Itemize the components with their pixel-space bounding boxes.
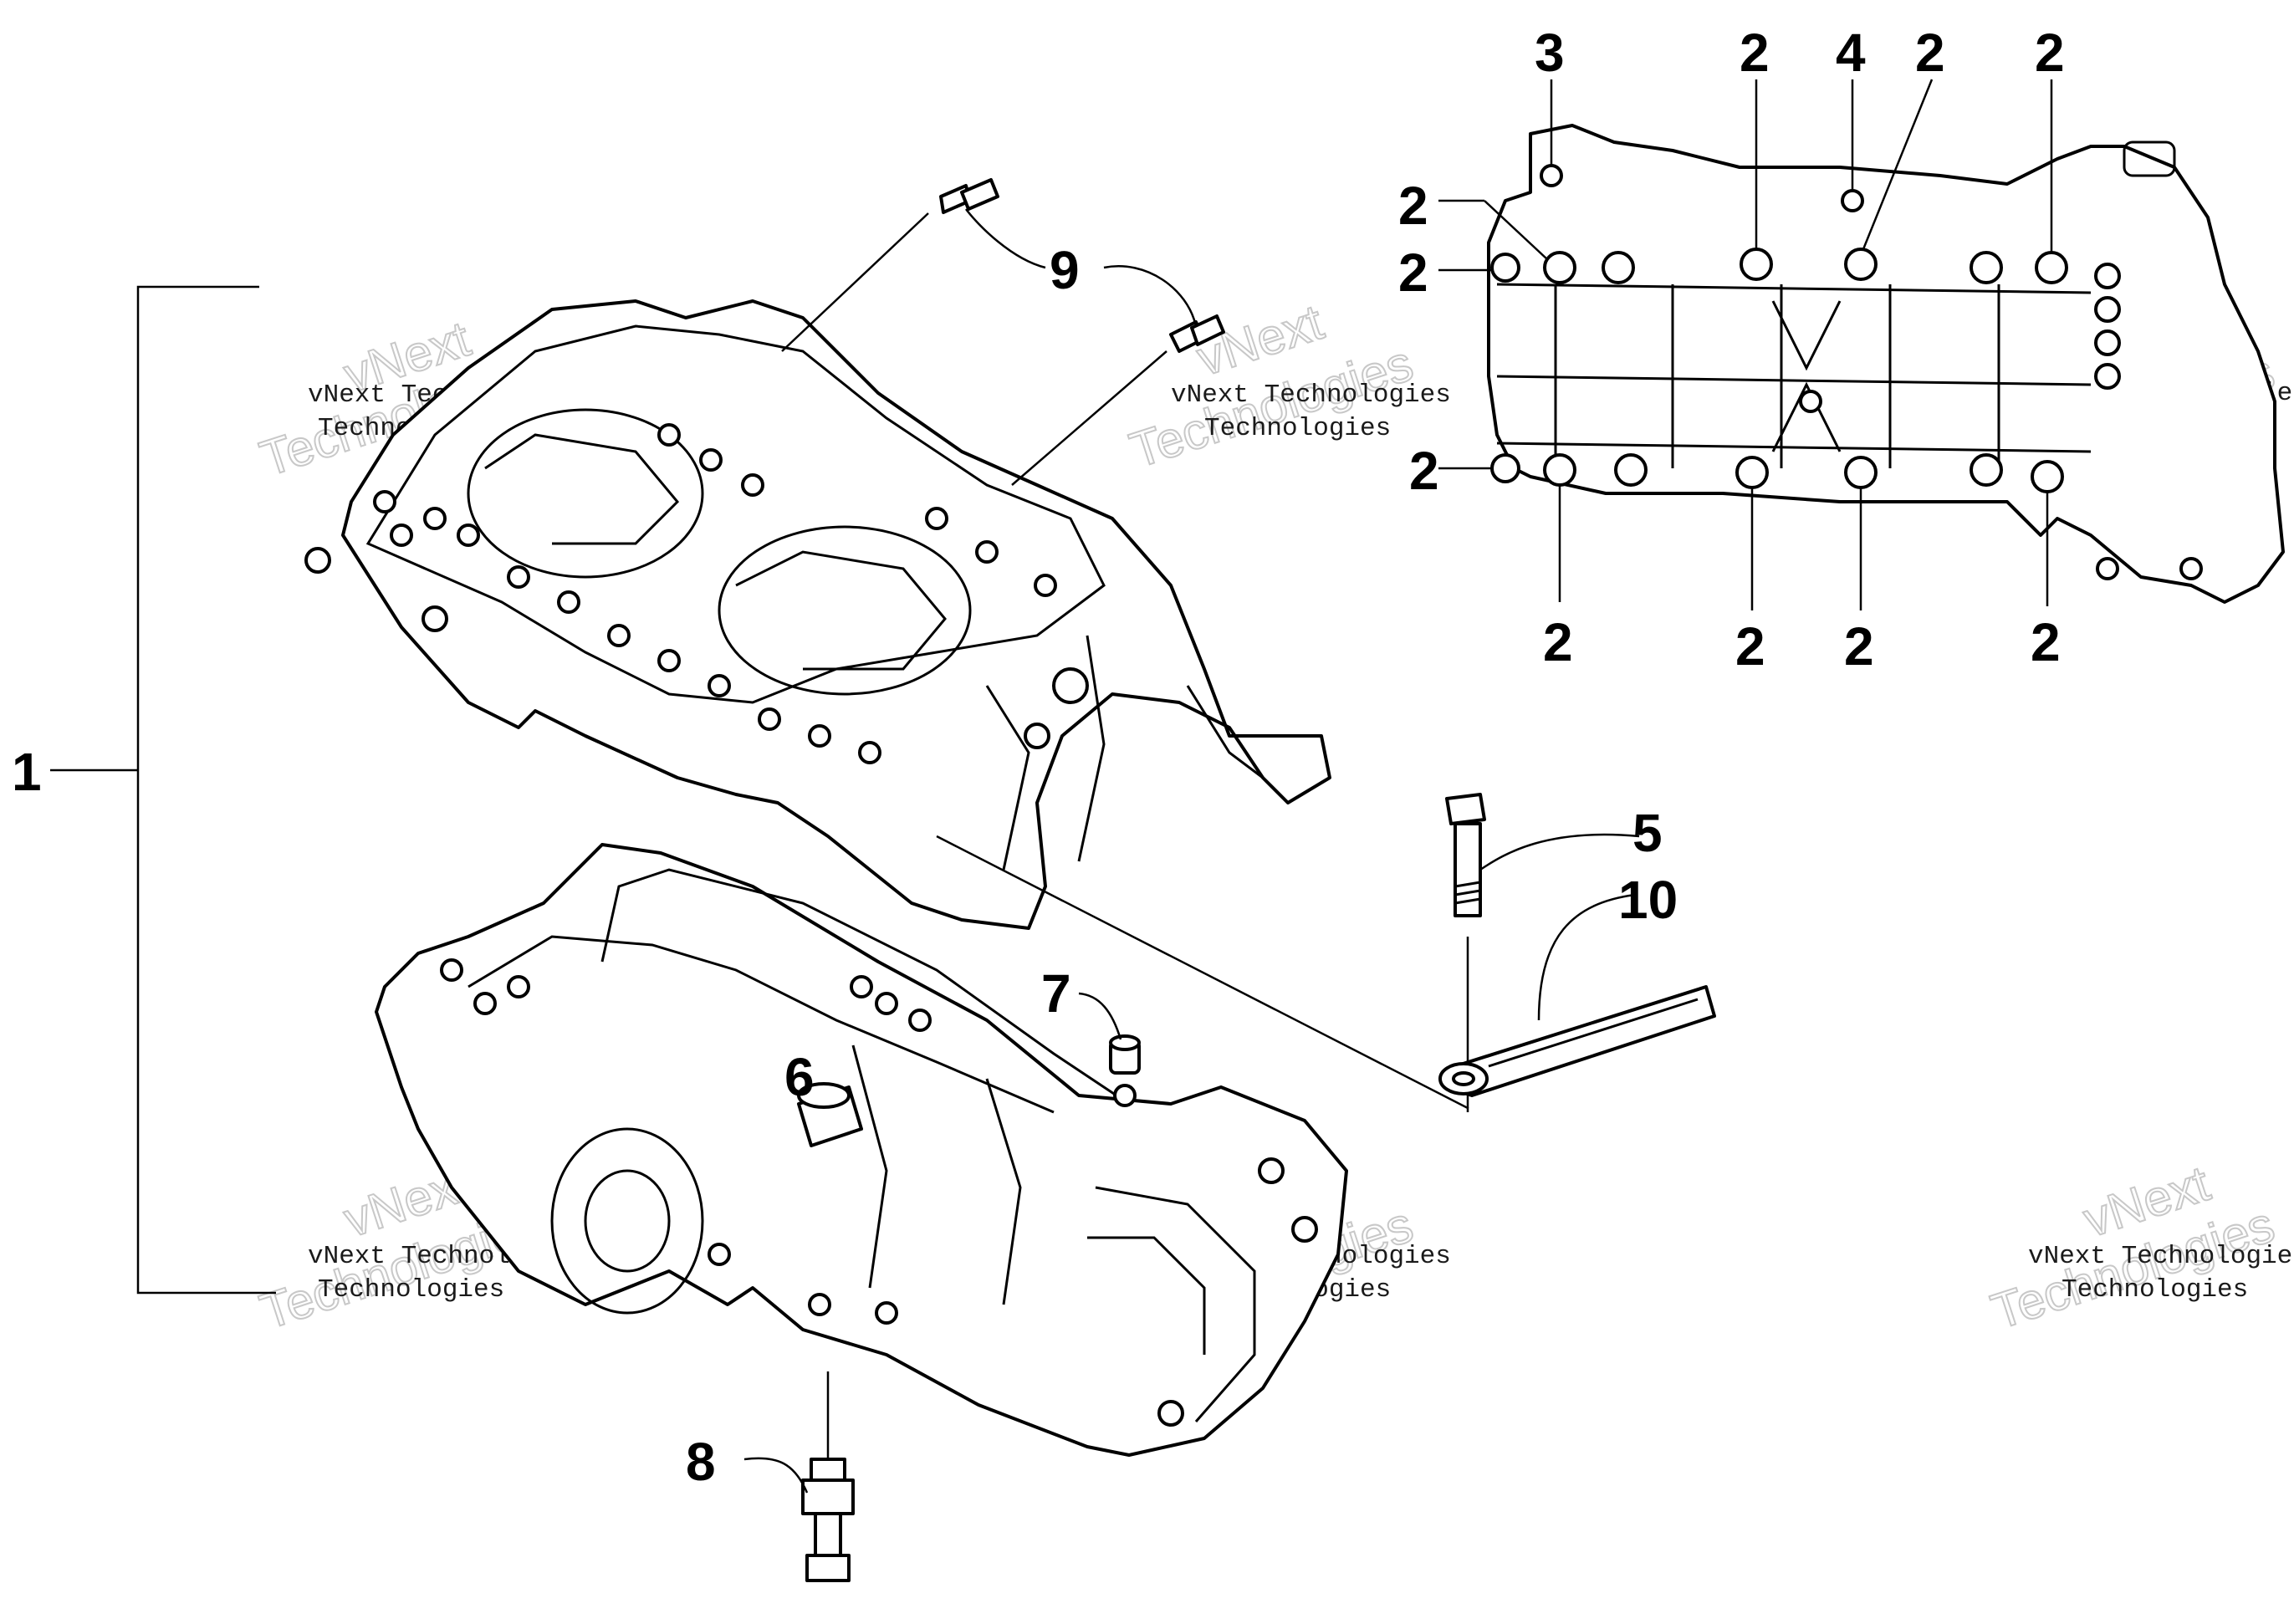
watermark-top-center: vNext Technologies vNext Technologies Te… (1122, 293, 1451, 479)
callout-labels: 1 3 2 4 2 2 2 2 2 2 2 2 2 9 5 10 7 6 8 (12, 23, 2065, 1492)
callout-10: 10 (1618, 870, 1678, 930)
lower-crankcase-half (375, 843, 1348, 1457)
callout-2-bottom-1: 2 (1543, 612, 1573, 672)
watermark-small-line2: Technologies (318, 1275, 504, 1305)
watermark-small-line2: Technologies (2062, 1275, 2248, 1305)
callout-2-left-1: 2 (1398, 176, 1428, 236)
callout-2-top-1: 2 (1740, 23, 1770, 83)
callout-2-bottom-2: 2 (1735, 616, 1765, 677)
callout-6: 6 (784, 1047, 815, 1107)
watermark-small-line1: vNext Technologies (1171, 380, 1451, 410)
callout-7: 7 (1041, 963, 1071, 1024)
watermark-bottom-right: vNext Technologies vNext Technologies Te… (1984, 1154, 2294, 1341)
dowel-sleeve-part-6 (797, 1082, 863, 1147)
callout-2-bottom-4: 2 (2031, 612, 2061, 672)
bushing-part-7 (1109, 1034, 1141, 1107)
assembly-bracket (50, 285, 276, 1295)
leader-bolt-to-case (936, 835, 1469, 1112)
watermark-small-line1: vNext Technologies (2028, 1242, 2294, 1271)
callout-3: 3 (1535, 23, 1565, 83)
upper-crankcase-half (304, 299, 1331, 930)
screw-part-9-a (781, 178, 999, 352)
tool-part-10 (1438, 985, 1716, 1097)
inset-leaders (743, 79, 2053, 1494)
screw-part-9-b (1011, 314, 1225, 486)
callout-4: 4 (1836, 23, 1866, 83)
callout-1: 1 (12, 742, 42, 802)
callout-2-top-2: 2 (1915, 23, 1945, 83)
callout-2-left-3: 2 (1409, 441, 1439, 501)
callout-9: 9 (1050, 240, 1080, 300)
watermark-small-line2: Technologies (1204, 414, 1391, 443)
callout-2-bottom-3: 2 (1844, 616, 1874, 677)
drain-plug-part-8 (801, 1371, 855, 1582)
callout-8: 8 (686, 1432, 716, 1492)
callout-2-left-2: 2 (1398, 243, 1428, 303)
crankcase-top-view-inset (1487, 124, 2285, 604)
callout-5: 5 (1632, 803, 1663, 863)
callout-2-top-3: 2 (2035, 23, 2065, 83)
